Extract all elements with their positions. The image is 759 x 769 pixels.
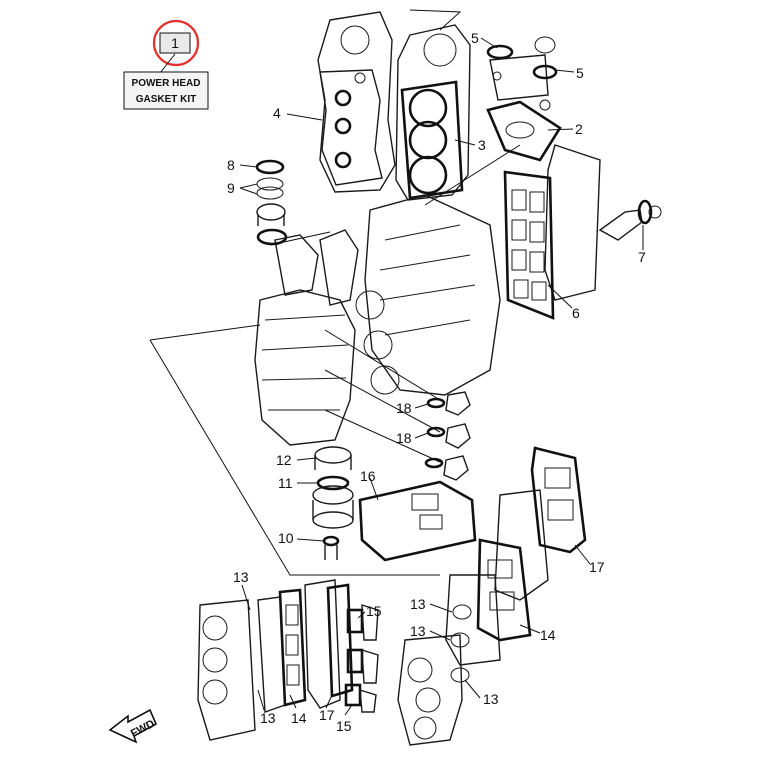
callout-2: 2 <box>575 121 583 137</box>
kit-ref-box <box>159 32 191 54</box>
callout-13-right-1: 13 <box>410 596 426 612</box>
callout-12: 12 <box>276 452 292 468</box>
callout-5-lower: 5 <box>576 65 584 81</box>
kit-ref-number: 1 <box>171 35 179 51</box>
part-5-thermostat-gaskets <box>486 36 558 111</box>
callout-6: 6 <box>572 305 580 321</box>
part-7-fitting <box>598 199 662 241</box>
callout-7: 7 <box>638 249 646 265</box>
kit-name-line2: GASKET KIT <box>136 94 197 105</box>
callout-17-right: 17 <box>589 559 605 575</box>
callout-14-left: 14 <box>291 710 307 726</box>
callout-18-upper: 18 <box>396 400 412 416</box>
kit-ref-leader <box>159 53 176 74</box>
callout-17-left: 17 <box>319 707 335 723</box>
callout-14-right: 14 <box>540 627 556 643</box>
part-4-cylinder-head <box>317 11 396 193</box>
leader-lines <box>149 9 644 716</box>
part-10-12-bearings <box>312 446 354 560</box>
kit-name-box <box>123 71 209 110</box>
callout-16: 16 <box>360 468 376 484</box>
part-2-exhaust-gasket <box>486 100 562 162</box>
callout-13-right-2: 13 <box>410 623 426 639</box>
callout-13-top-left: 13 <box>233 569 249 585</box>
part-6-intake-gasket <box>503 144 601 320</box>
callout-3: 3 <box>478 137 486 153</box>
cylinder-block <box>254 194 501 446</box>
callout-8: 8 <box>227 157 235 173</box>
callout-15-top: 15 <box>366 603 382 619</box>
kit-reference[interactable]: 1 POWER HEAD GASKET KIT <box>123 19 209 110</box>
callout-13-right-3: 13 <box>483 691 499 707</box>
callout-4: 4 <box>273 105 281 121</box>
part-16-base-gasket <box>358 480 477 562</box>
callout-11: 11 <box>278 475 293 491</box>
fwd-arrow-icon: FWD <box>108 708 158 744</box>
callout-18-lower: 18 <box>396 430 412 446</box>
callout-9: 9 <box>227 180 235 196</box>
callout-labels: 4 3 2 5 5 6 7 8 9 10 11 12 16 18 18 13 1… <box>227 30 646 734</box>
callout-13-bottom-left: 13 <box>260 710 276 726</box>
kit-ref-ring <box>152 19 200 67</box>
part-8-9-seals <box>255 159 288 246</box>
callout-15-bottom: 15 <box>336 718 352 734</box>
callout-10: 10 <box>278 530 294 546</box>
left-intake-assembly <box>197 579 379 741</box>
kit-name-line1: POWER HEAD <box>132 78 201 89</box>
callout-5-upper: 5 <box>471 30 479 46</box>
part-18-plugs <box>424 391 471 481</box>
right-intake-assembly <box>397 446 587 746</box>
part-3-head-gasket <box>395 24 471 201</box>
